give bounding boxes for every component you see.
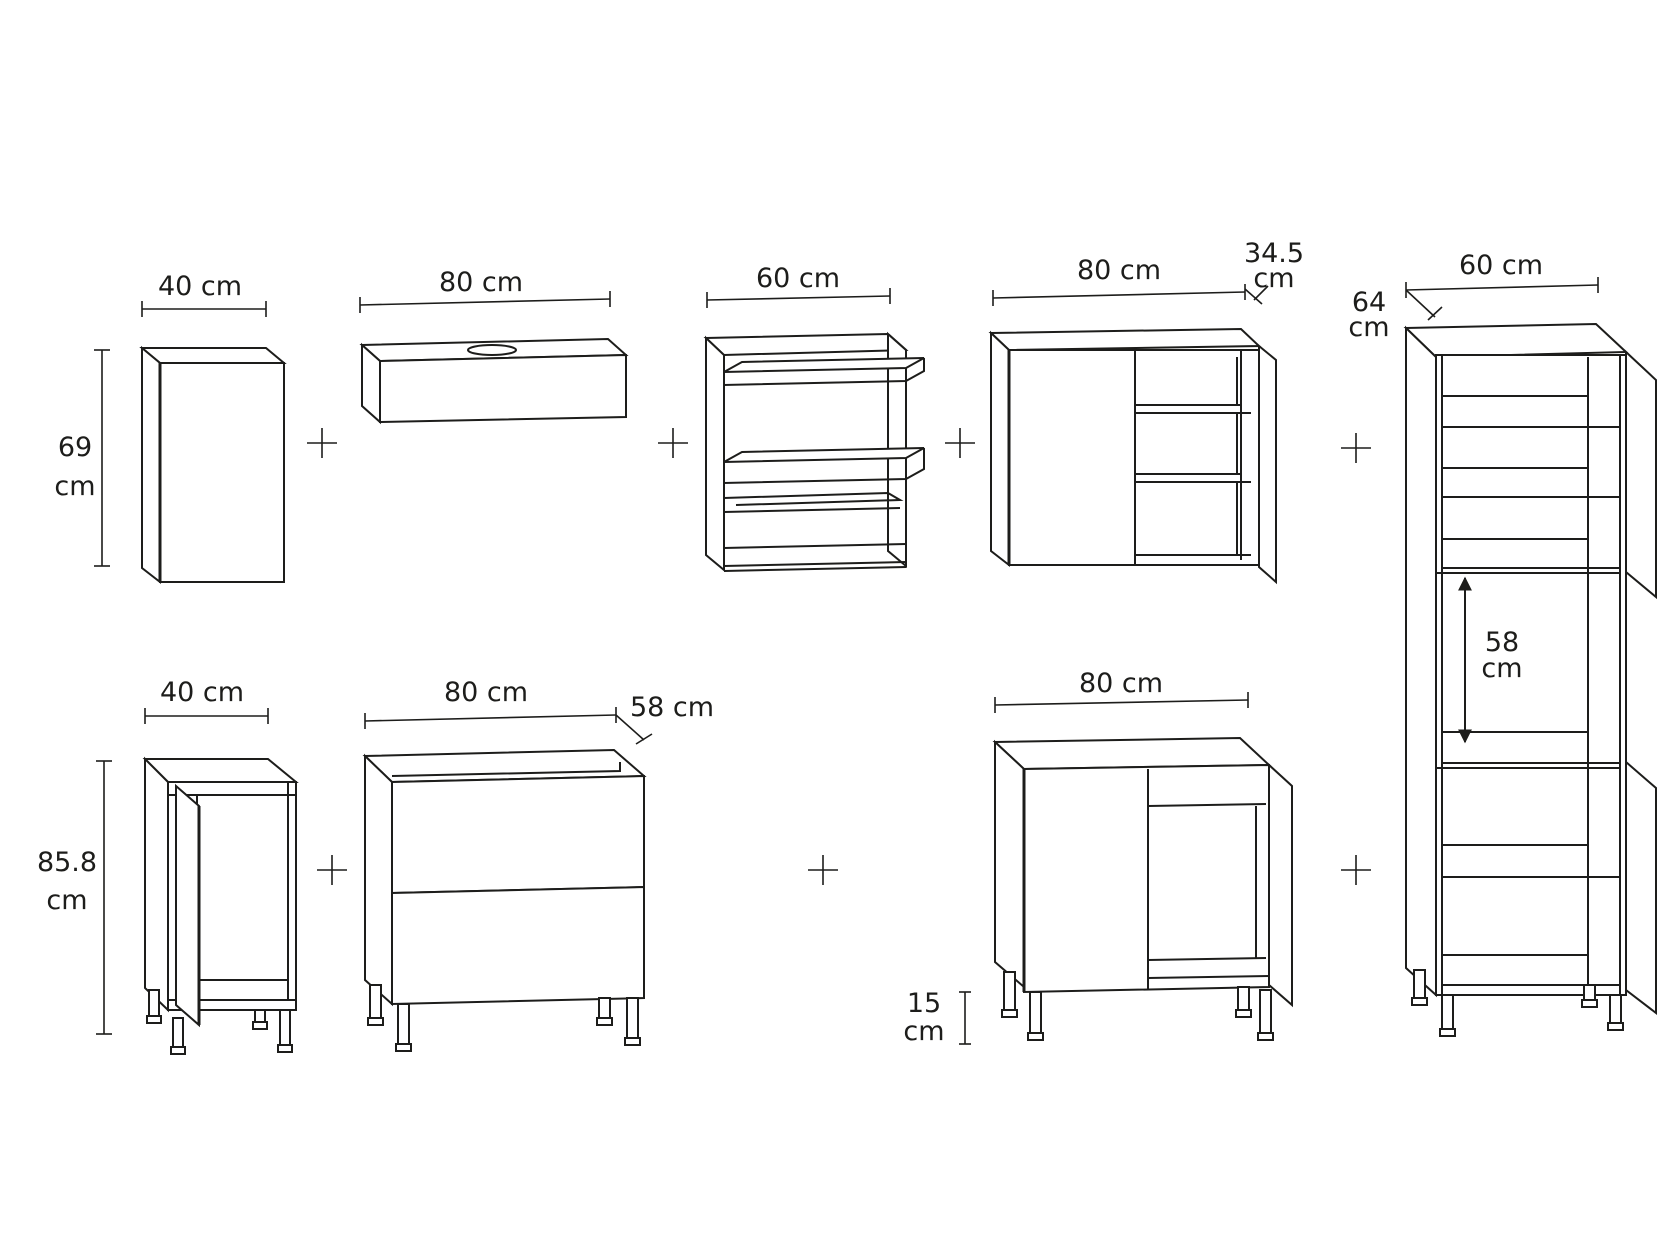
wall2-width-label: 80 cm bbox=[439, 267, 523, 298]
wall1-width-label: 40 cm bbox=[158, 271, 242, 302]
dim-tall-depth: 64 cm bbox=[1348, 287, 1443, 343]
tall-depth-value: 64 bbox=[1352, 287, 1386, 318]
dim-wall3-width: 60 cm bbox=[706, 263, 891, 308]
base-height-unit: cm bbox=[46, 885, 87, 916]
wall-cabinet-40 bbox=[139, 345, 287, 585]
dim-base-height: 85.8 cm bbox=[37, 760, 112, 1035]
dim-tall-niche: 58 cm bbox=[1458, 576, 1523, 744]
dim-wall-depth: 34.5 cm bbox=[1244, 238, 1304, 305]
wall-hood-cabinet-80 bbox=[359, 337, 629, 425]
base-height-value: 85.8 bbox=[37, 847, 97, 878]
base-drawer-cabinet-80 bbox=[362, 748, 647, 1052]
dim-wall2-width: 80 cm bbox=[359, 267, 611, 313]
base3-width-label: 80 cm bbox=[1079, 668, 1163, 699]
dim-leg-height: 15 cm bbox=[903, 988, 971, 1047]
tall-width-label: 60 cm bbox=[1459, 250, 1543, 281]
base-sink-cabinet-80 bbox=[992, 736, 1293, 1041]
dim-base-depth: 58 cm bbox=[615, 692, 714, 745]
dim-base3-width: 80 cm bbox=[994, 668, 1249, 713]
dim-base2-width: 80 cm bbox=[364, 677, 617, 729]
leg-height-unit: cm bbox=[903, 1016, 944, 1047]
dim-wall-height: 69 cm bbox=[54, 349, 110, 567]
dim-base1-width: 40 cm bbox=[144, 677, 269, 724]
dim-wall4-width: 80 cm bbox=[992, 255, 1246, 306]
base1-width-label: 40 cm bbox=[160, 677, 244, 708]
base-cabinet-40 bbox=[142, 756, 299, 1055]
tall-depth-unit: cm bbox=[1348, 312, 1389, 343]
wall-depth-value: 34.5 bbox=[1244, 238, 1304, 269]
wall3-width-label: 60 cm bbox=[756, 263, 840, 294]
tall-niche-unit: cm bbox=[1481, 653, 1522, 684]
tall-niche-value: 58 bbox=[1485, 627, 1519, 658]
wall4-width-label: 80 cm bbox=[1077, 255, 1161, 286]
tall-oven-column-60 bbox=[1403, 322, 1657, 1037]
dim-wall1-width: 40 cm bbox=[141, 271, 267, 317]
wall-door-cabinet-80 bbox=[988, 327, 1277, 585]
base2-width-label: 80 cm bbox=[444, 677, 528, 708]
wall-height-unit: cm bbox=[54, 471, 95, 502]
dim-tall-width: 60 cm bbox=[1405, 250, 1599, 298]
leg-height-value: 15 bbox=[907, 988, 941, 1019]
wall-height-value: 69 bbox=[58, 432, 92, 463]
wall-depth-unit: cm bbox=[1253, 263, 1294, 294]
wall-open-cabinet-60 bbox=[703, 331, 925, 573]
base-depth-label: 58 cm bbox=[630, 692, 714, 723]
